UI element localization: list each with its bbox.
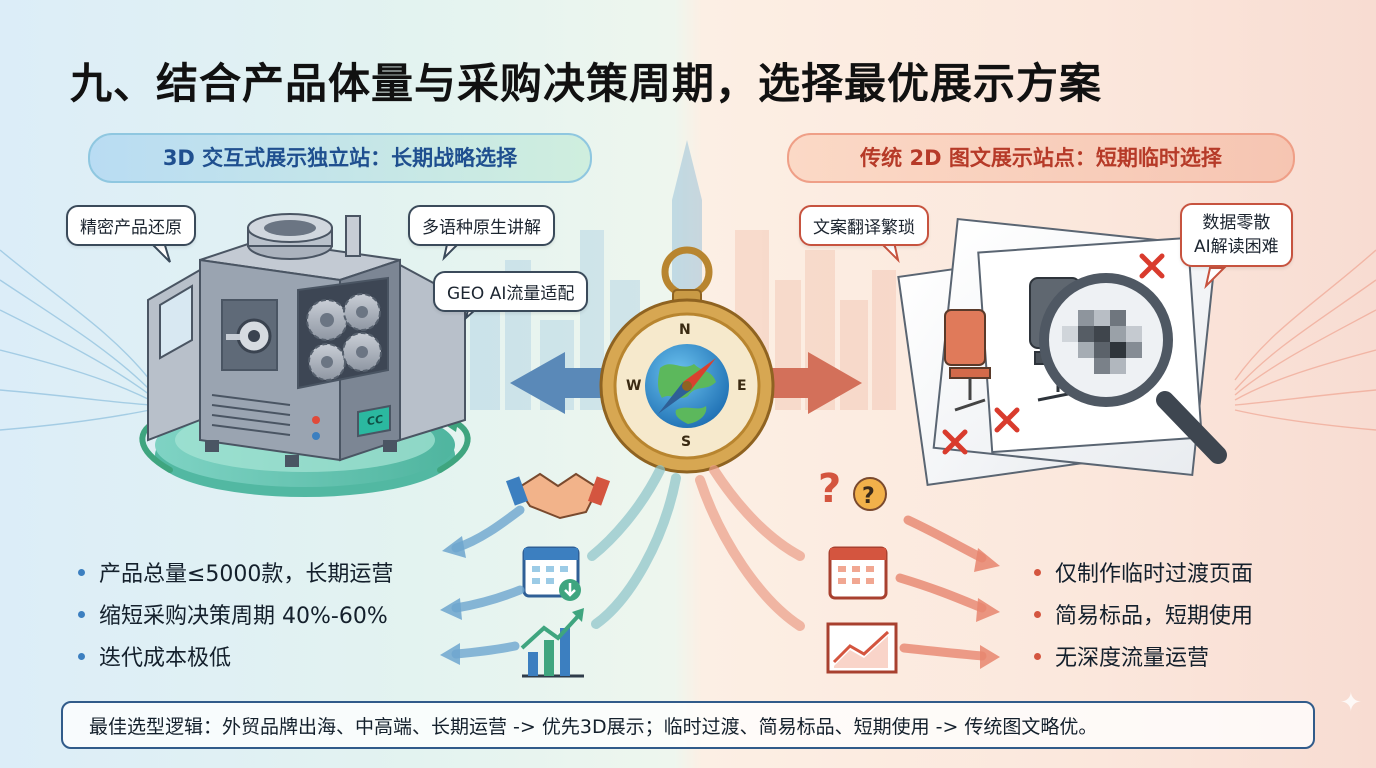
compass-n: N <box>679 322 691 338</box>
machine-3d <box>147 213 466 467</box>
svg-text:?: ? <box>862 484 875 509</box>
question-icon: ? ? <box>818 466 887 512</box>
compass-w: W <box>626 378 642 394</box>
list-item: 产品总量≤5000款，长期运营 <box>78 551 393 593</box>
pixelated-area <box>1062 310 1142 374</box>
left-arrow <box>510 352 620 414</box>
line-chart-icon <box>826 622 898 674</box>
compass-s: S <box>681 434 692 450</box>
list-item-text: 产品总量≤5000款，长期运营 <box>99 562 394 587</box>
list-item-text: 简易标品，短期使用 <box>1055 604 1254 629</box>
list-item: 简易标品，短期使用 <box>1034 593 1253 635</box>
callout-scattered-data: 数据零散 AI解读困难 <box>1180 203 1293 267</box>
callout-translation: 文案翻译繁琐 <box>799 205 929 246</box>
magnifier-icon <box>1039 273 1227 464</box>
bullet-dot <box>1034 652 1041 660</box>
callout-geo-ai: GEO AI流量适配 <box>433 271 589 312</box>
list-item-text: 迭代成本极低 <box>99 646 232 671</box>
list-item-text: 仅制作临时过渡页面 <box>1055 562 1254 587</box>
svg-text:?: ? <box>818 466 841 512</box>
list-item-text: 缩短采购决策周期 40%-60% <box>99 604 388 629</box>
calendar-download-icon <box>522 546 581 601</box>
callout-scattered-data-line2: AI解读困难 <box>1194 237 1279 257</box>
handshake-icon <box>505 472 611 520</box>
compass-icon <box>599 246 775 474</box>
selection-logic-footer: 最佳选型逻辑：外贸品牌出海、中高端、长期运营 -> 优先3D展示；临时过渡、简易… <box>61 701 1315 749</box>
bullet-dot <box>78 652 85 660</box>
gear-icon <box>306 293 382 381</box>
list-item: 迭代成本极低 <box>78 635 393 677</box>
callout-scattered-data-line1: 数据零散 <box>1202 213 1271 233</box>
sparkle-icon: ✦ <box>1340 688 1362 718</box>
left-flow-lines <box>0 249 151 431</box>
chair-image-left <box>944 309 991 412</box>
right-bullet-list: 仅制作临时过渡页面 简易标品，短期使用 无深度流量运营 <box>1034 551 1253 677</box>
compass-e: E <box>737 378 747 394</box>
bullet-dot <box>1034 610 1041 618</box>
page-title: 九、结合产品体量与采购决策周期，选择最优展示方案 <box>70 59 1103 108</box>
right-flow-lines <box>1234 249 1376 431</box>
left-flow-arrows <box>451 505 525 659</box>
right-arrow <box>752 352 862 414</box>
left-heading-pill: 3D 交互式展示独立站：长期战略选择 <box>88 133 592 183</box>
calendar-icon <box>828 546 888 600</box>
bullet-dot <box>78 610 85 618</box>
right-flow-arrows <box>895 515 987 661</box>
list-item-text: 无深度流量运营 <box>1055 646 1210 671</box>
list-item: 缩短采购决策周期 40%-60% <box>78 593 393 635</box>
callout-multilingual: 多语种原生讲解 <box>408 205 555 246</box>
left-bullet-list: 产品总量≤5000款，长期运营 缩短采购决策周期 40%-60% 迭代成本极低 <box>78 551 393 677</box>
compass-to-right-arrows <box>695 465 805 631</box>
bullet-dot <box>78 568 85 576</box>
bullet-dot <box>1034 568 1041 576</box>
compass-to-left-arrows <box>587 465 681 629</box>
callout-precise-restore: 精密产品还原 <box>66 205 196 246</box>
right-heading-pill: 传统 2D 图文展示站点：短期临时选择 <box>787 133 1295 183</box>
list-item: 仅制作临时过渡页面 <box>1034 551 1253 593</box>
list-item: 无深度流量运营 <box>1034 635 1253 677</box>
growth-chart-icon <box>520 608 584 678</box>
